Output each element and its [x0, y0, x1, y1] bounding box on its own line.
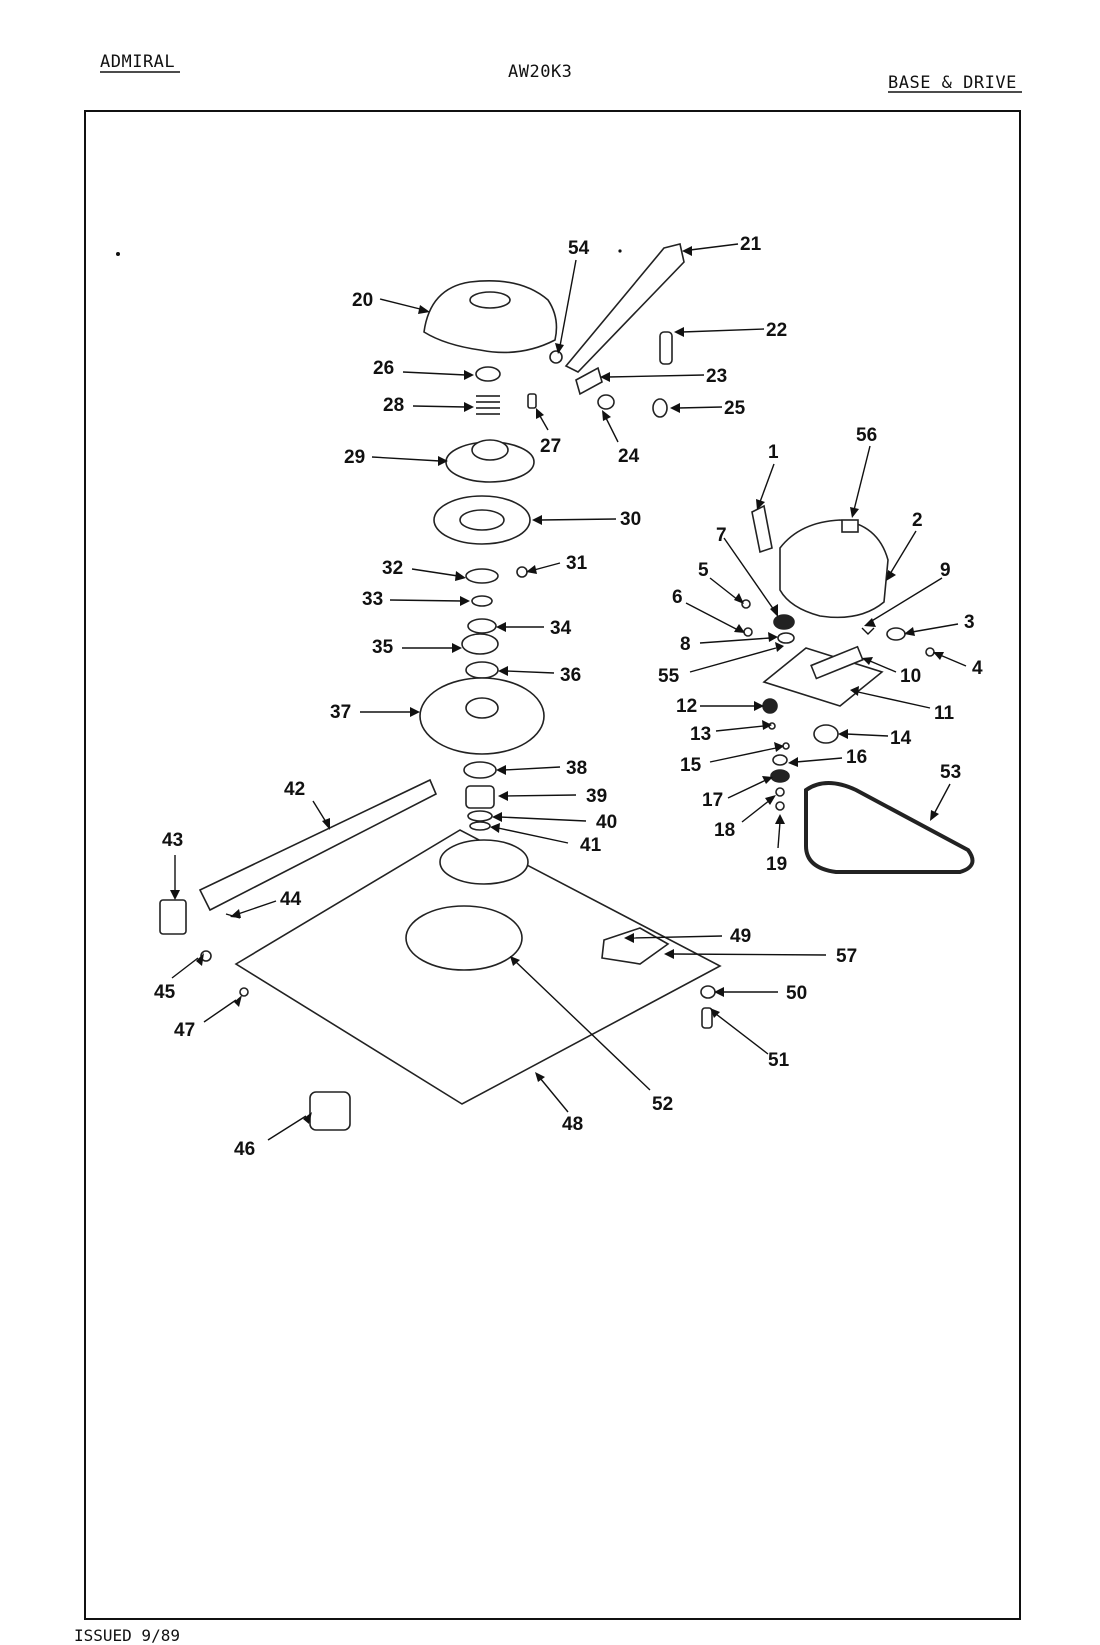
- callout-21: 21: [740, 234, 762, 255]
- part-drawings: [159, 243, 975, 1131]
- callout-53: 53: [940, 762, 961, 783]
- callout-41: 41: [580, 835, 602, 856]
- callout-49: 49: [730, 926, 751, 947]
- callout-38: 38: [566, 758, 587, 779]
- callout-33: 33: [362, 589, 383, 610]
- callout-8: 8: [680, 634, 691, 655]
- callout-44: 44: [280, 889, 302, 910]
- callout-42: 42: [284, 779, 305, 800]
- callout-13: 13: [690, 724, 711, 745]
- callout-25: 25: [724, 398, 746, 419]
- callout-numbers: 1 2 3 4 5 6 7 8 9 10 11 12 13 14 15 16 1…: [154, 234, 983, 1160]
- callout-54: 54: [568, 238, 590, 259]
- callout-52: 52: [652, 1094, 673, 1115]
- callout-22: 22: [766, 320, 787, 341]
- callout-32: 32: [382, 558, 403, 579]
- brand-label: ADMIRAL: [100, 52, 176, 72]
- callout-12: 12: [676, 696, 697, 717]
- callout-31: 31: [566, 553, 588, 574]
- callout-16: 16: [846, 747, 867, 768]
- callout-14: 14: [890, 728, 912, 749]
- callout-23: 23: [706, 366, 727, 387]
- callout-20: 20: [352, 290, 373, 311]
- callout-46: 46: [234, 1139, 255, 1160]
- callout-28: 28: [383, 395, 404, 416]
- callout-48: 48: [562, 1114, 583, 1135]
- callout-36: 36: [560, 665, 581, 686]
- callout-43: 43: [162, 830, 183, 851]
- callout-45: 45: [154, 982, 176, 1003]
- callout-1: 1: [768, 442, 779, 463]
- callout-19: 19: [766, 854, 787, 875]
- callout-3: 3: [964, 612, 975, 633]
- callout-24: 24: [618, 446, 640, 467]
- section-label: BASE & DRIVE: [888, 73, 1017, 93]
- callout-30: 30: [620, 509, 641, 530]
- issued-date: ISSUED 9/89: [74, 1626, 180, 1645]
- callout-17: 17: [702, 790, 723, 811]
- callout-47: 47: [174, 1020, 195, 1041]
- callout-56: 56: [856, 425, 877, 446]
- callout-35: 35: [372, 637, 394, 658]
- callout-11: 11: [934, 703, 955, 724]
- callout-7: 7: [716, 525, 727, 546]
- callout-15: 15: [680, 755, 702, 776]
- callout-40: 40: [596, 812, 617, 833]
- leader-lines: [170, 243, 967, 1141]
- callout-18: 18: [714, 820, 735, 841]
- exploded-parts-diagram: 1 2 3 4 5 6 7 8 9 10 11 12 13 14 15 16 1…: [100, 71, 1022, 1160]
- callout-6: 6: [672, 587, 683, 608]
- callout-37: 37: [330, 702, 351, 723]
- callout-27: 27: [540, 436, 561, 457]
- callout-50: 50: [786, 983, 807, 1004]
- callout-4: 4: [972, 658, 983, 679]
- callout-10: 10: [900, 666, 921, 687]
- callout-51: 51: [768, 1050, 790, 1071]
- callout-5: 5: [698, 560, 709, 581]
- callout-34: 34: [550, 618, 572, 639]
- callout-9: 9: [940, 560, 951, 581]
- model-label: AW20K3: [508, 62, 573, 82]
- callout-55: 55: [658, 666, 680, 687]
- callout-29: 29: [344, 447, 365, 468]
- callout-26: 26: [373, 358, 394, 379]
- callout-2: 2: [912, 510, 923, 531]
- callout-39: 39: [586, 786, 607, 807]
- callout-57: 57: [836, 946, 857, 967]
